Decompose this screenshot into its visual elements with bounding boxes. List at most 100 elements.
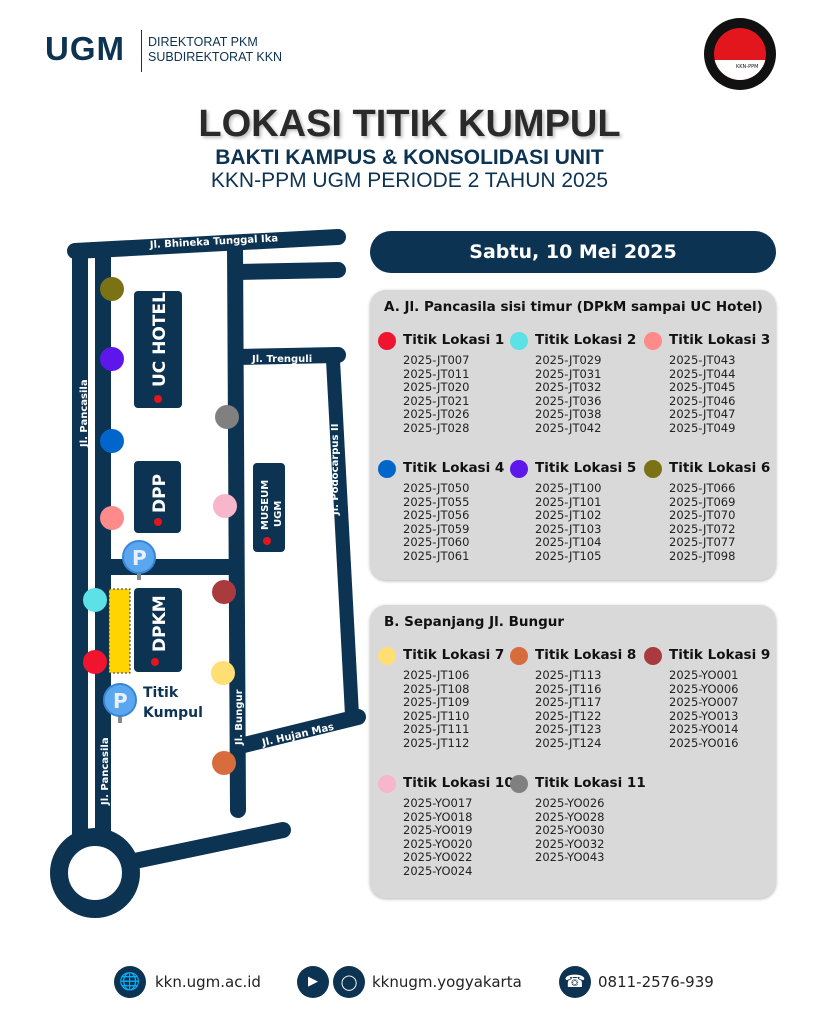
section-a-panel: A. Jl. Pancasila sisi timur (DPkM sampai… [370, 290, 776, 580]
map-dot-lokasi-4[interactable] [100, 429, 124, 453]
unit-code: 2025-JT116 [535, 681, 602, 696]
meeting-point-label-1: Titik [143, 685, 179, 701]
road-trenguli [230, 347, 346, 365]
parking-icon-meeting-point: P [103, 683, 137, 723]
location-color-dot [378, 775, 396, 793]
kkn-seal-logo: KKN-PPM [704, 18, 776, 90]
map-dot-lokasi-9[interactable] [212, 580, 236, 604]
road-bungur [227, 237, 246, 818]
location-color-dot [378, 332, 396, 350]
road-bhineka [67, 229, 346, 259]
location-color-dot [644, 332, 662, 350]
unit-code: 2025-JT020 [403, 380, 470, 395]
page-subtitle: BAKTI KAMPUS & KONSOLIDASI UNIT [215, 146, 604, 169]
section-a-title: A. Jl. Pancasila sisi timur (DPkM sampai… [384, 299, 763, 315]
unit-code: 2025-JT021 [403, 393, 470, 408]
unit-code: 2025-JT060 [403, 535, 470, 550]
location-color-dot [510, 775, 528, 793]
unit-code: 2025-JT070 [669, 508, 736, 523]
unit-code: 2025-YO032 [535, 836, 605, 851]
svg-text:P: P [132, 546, 147, 570]
label-pancasila-bottom: Jl. Pancasila [100, 737, 111, 806]
website-link[interactable]: kkn.ugm.ac.id [155, 973, 261, 991]
unit-code: 2025-YO022 [403, 850, 473, 865]
road-upper-branch [230, 262, 346, 280]
map-dot-lokasi-2[interactable] [83, 588, 107, 612]
unit-code: 2025-JT038 [535, 407, 602, 422]
unit-code: 2025-YO001 [669, 668, 739, 682]
unit-code: 2025-JT026 [403, 407, 470, 422]
label-pancasila-top: Jl. Pancasila [79, 379, 90, 448]
unit-code: 2025-YO007 [669, 695, 739, 710]
location-map: Jl. Bhineka Tunggal Ika Jl. Trenguli Jl.… [50, 229, 366, 918]
date-banner: Sabtu, 10 Mei 2025 [370, 231, 776, 273]
location-color-dot [644, 647, 662, 665]
location-name: Titik Lokasi 4 [403, 460, 505, 476]
road-hujan-mas [232, 709, 366, 754]
unit-code: 2025-YO043 [535, 850, 605, 865]
map-dot-lokasi-6[interactable] [100, 277, 124, 301]
location-name: Titik Lokasi 1 [403, 332, 505, 348]
map-dot-lokasi-1[interactable] [83, 650, 107, 674]
museum-label-2: UGM [273, 501, 284, 527]
unit-code: 2025-JT036 [535, 393, 602, 408]
map-dot-lokasi-7[interactable] [211, 661, 235, 685]
org-line-1: DIREKTORAT PKM [148, 35, 258, 49]
uc-hotel-label: UC HOTEL [150, 292, 170, 387]
unit-code: 2025-JT032 [535, 380, 602, 395]
unit-code: 2025-JT059 [403, 521, 470, 536]
unit-code: 2025-JT124 [535, 735, 602, 750]
roundabout [50, 828, 140, 918]
label-bungur: Jl. Bungur [234, 689, 245, 746]
unit-code: 2025-JT029 [535, 353, 602, 367]
unit-code: 2025-YO018 [403, 809, 473, 824]
youtube-icon: ▶ [297, 966, 329, 998]
unit-code: 2025-JT101 [535, 494, 602, 509]
unit-code: 2025-YO017 [403, 796, 473, 810]
location-pin-icon [154, 518, 162, 526]
unit-code: 2025-JT047 [669, 407, 736, 422]
unit-code: 2025-JT102 [535, 508, 602, 523]
location-name: Titik Lokasi 8 [535, 647, 637, 663]
map-dot-lokasi-11[interactable] [215, 405, 239, 429]
unit-code: 2025-JT007 [403, 353, 470, 367]
unit-code: 2025-JT031 [535, 366, 602, 381]
unit-code: 2025-JT043 [669, 353, 736, 367]
unit-code: 2025-YO030 [535, 823, 605, 838]
unit-code: 2025-JT109 [403, 695, 470, 710]
unit-code: 2025-JT072 [669, 521, 736, 536]
organization-name: DIREKTORAT PKM SUBDIREKTORAT KKN [148, 35, 282, 65]
unit-code: 2025-YO020 [403, 836, 473, 851]
map-dot-lokasi-10[interactable] [213, 494, 237, 518]
map-dot-lokasi-5[interactable] [100, 347, 124, 371]
unit-code: 2025-JT044 [669, 366, 736, 381]
location-pin-icon [263, 537, 271, 545]
social-handle[interactable]: kknugm.yogyakarta [372, 973, 522, 991]
unit-code: 2025-JT112 [403, 735, 470, 750]
location-name: Titik Lokasi 11 [535, 775, 646, 791]
map-dot-lokasi-8[interactable] [212, 751, 236, 775]
unit-code: 2025-JT103 [535, 521, 602, 536]
map-dot-lokasi-3[interactable] [100, 506, 124, 530]
unit-code: 2025-JT105 [535, 548, 602, 563]
location-name: Titik Lokasi 9 [669, 647, 771, 663]
unit-code: 2025-JT056 [403, 508, 470, 523]
phone-number[interactable]: 0811-2576-939 [598, 973, 714, 991]
unit-code: 2025-YO019 [403, 823, 473, 838]
logo-divider [141, 30, 142, 72]
location-name: Titik Lokasi 7 [403, 647, 505, 663]
building-dpkm: DPKM [134, 588, 182, 672]
page-title: LOKASI TITIK KUMPUL [198, 103, 621, 145]
location-name: Titik Lokasi 2 [535, 332, 637, 348]
unit-code: 2025-JT100 [535, 481, 602, 495]
building-dpp: DPP [134, 461, 181, 533]
location-pin-icon [154, 395, 162, 403]
